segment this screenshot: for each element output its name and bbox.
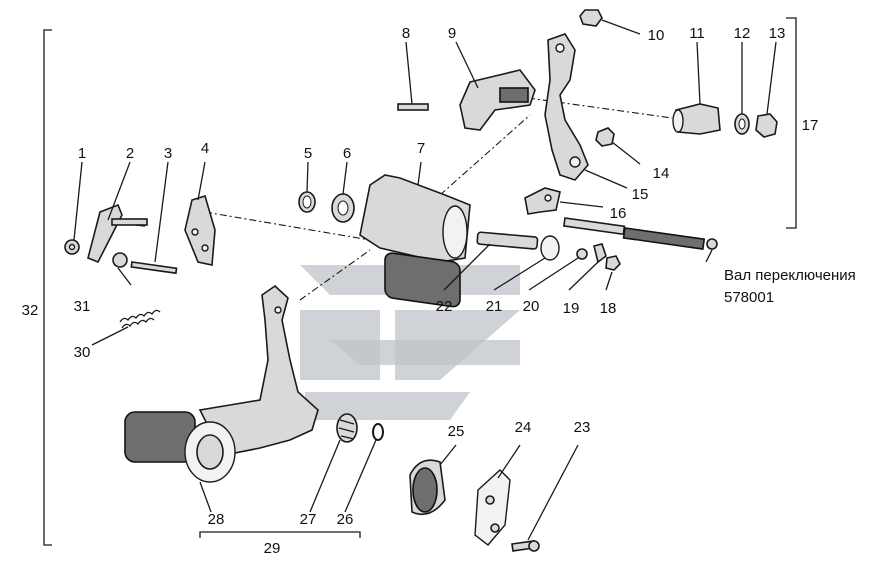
part-5-ring <box>298 191 316 213</box>
callout-20: 20 <box>523 298 540 315</box>
bracket-29 <box>199 531 361 538</box>
part-2-lever <box>87 203 148 264</box>
callout-24: 24 <box>515 419 532 436</box>
bracket-17 <box>786 17 797 229</box>
part-11-bushing <box>672 103 721 135</box>
callout-labels: 1 2 3 4 5 6 7 8 9 10 11 12 13 14 15 16 1… <box>22 25 819 557</box>
callout-12: 12 <box>734 25 751 42</box>
bracket-32 <box>43 29 52 546</box>
callout-16: 16 <box>610 205 627 222</box>
part-4-plate <box>184 194 216 266</box>
caption-line-2: 578001 <box>724 289 774 306</box>
callout-30: 30 <box>74 344 91 361</box>
callout-22: 22 <box>436 298 453 315</box>
callout-27: 27 <box>300 511 317 528</box>
part-14-nut <box>595 127 615 147</box>
part-28-assembly <box>124 284 319 483</box>
part-10-nut <box>579 9 603 27</box>
callout-17: 17 <box>802 117 819 134</box>
part-12-washer <box>734 113 750 135</box>
callout-6: 6 <box>343 145 351 162</box>
callout-14: 14 <box>653 165 670 182</box>
callout-9: 9 <box>448 25 456 42</box>
part-27-spring <box>336 413 358 443</box>
part-21-washer <box>540 235 560 261</box>
callout-1: 1 <box>78 145 86 162</box>
part-23-screw <box>511 540 540 552</box>
callout-29: 29 <box>264 540 281 557</box>
part-25-drum <box>409 459 446 516</box>
callout-10: 10 <box>648 27 665 44</box>
part-13-nut <box>755 113 778 138</box>
shaft-assembly <box>562 217 718 250</box>
callout-7: 7 <box>417 140 425 157</box>
callout-4: 4 <box>201 140 209 157</box>
callout-21: 21 <box>486 298 503 315</box>
callout-3: 3 <box>164 145 172 162</box>
callout-23: 23 <box>574 419 591 436</box>
part-24-plate <box>474 469 511 546</box>
caption-line-1: Вал переключения <box>724 267 856 284</box>
callout-18: 18 <box>600 300 617 317</box>
callout-15: 15 <box>632 186 649 203</box>
part-9-bracket <box>459 69 536 131</box>
part-22-shaft <box>476 231 539 250</box>
part-1-nut <box>64 239 80 255</box>
part-3-pin <box>130 261 178 275</box>
callout-11: 11 <box>689 25 705 42</box>
part-15-lever <box>544 33 589 181</box>
callout-2: 2 <box>126 145 134 162</box>
callout-19: 19 <box>563 300 580 317</box>
callout-8: 8 <box>402 25 410 42</box>
callout-32: 32 <box>22 302 39 319</box>
callout-26: 26 <box>337 511 354 528</box>
callout-13: 13 <box>769 25 786 42</box>
watermark-logo <box>300 265 520 420</box>
shaft-caption: Вал переключения 578001 <box>724 267 856 306</box>
leader-lines <box>73 19 777 541</box>
part-20-washer <box>576 248 588 260</box>
part-6-seal <box>331 193 355 223</box>
part-16-fork <box>524 187 561 215</box>
part-8-pin <box>397 103 429 111</box>
part-18-nut <box>605 255 621 271</box>
axis-lines <box>204 97 673 301</box>
part-30-spring <box>119 309 161 329</box>
callout-25: 25 <box>448 423 465 440</box>
callout-31: 31 <box>74 298 91 315</box>
part-26-ring <box>372 423 384 441</box>
part-31-ball <box>112 252 128 268</box>
part-7-housing <box>359 174 471 308</box>
callout-28: 28 <box>208 511 225 528</box>
callout-5: 5 <box>304 145 312 162</box>
part-19-clip <box>593 243 607 264</box>
